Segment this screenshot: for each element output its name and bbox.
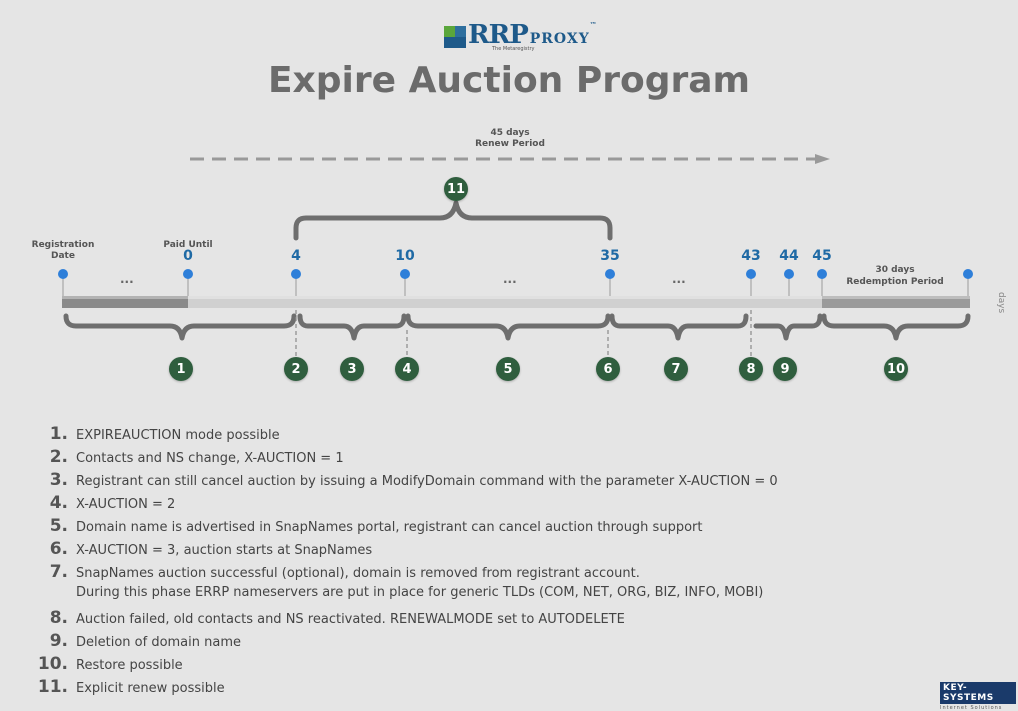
legend-item: 6.X-AUCTION = 3, auction starts at SnapN… <box>49 539 373 559</box>
day-marker: 10 <box>395 248 415 264</box>
phase-badge-2: 2 <box>284 357 308 381</box>
key-systems-tagline: Internet Solutions <box>940 705 1003 711</box>
bar-segment-redemption <box>822 296 970 308</box>
pin-icon <box>784 269 794 279</box>
registration-date-label: Registration Date <box>31 240 95 261</box>
brace-renew-possible <box>293 200 613 241</box>
renew-period-label: Renew Period <box>475 139 545 149</box>
legend-item: 2.Contacts and NS change, X-AUCTION = 1 <box>49 447 344 467</box>
legend-item: 3.Registrant can still cancel auction by… <box>49 470 778 490</box>
brace-phase-5 <box>405 313 611 341</box>
phase-badge-1: 1 <box>169 357 193 381</box>
timeline-diagram <box>58 154 973 356</box>
ellipsis: ... <box>503 272 517 286</box>
brace-phase-3 <box>297 313 407 341</box>
key-systems-brand: KEY-SYSTEMS <box>940 682 1016 704</box>
legend-item: 8.Auction failed, old contacts and NS re… <box>49 608 625 628</box>
pin-icon <box>58 269 68 279</box>
legend-item-continuation: During this phase ERRP nameservers are p… <box>76 585 764 600</box>
brace-phase-7 <box>609 313 749 341</box>
brace-phase-9 <box>753 313 823 341</box>
phase-badge-11: 11 <box>444 177 468 201</box>
pin-icon <box>291 269 301 279</box>
paid-until-label: Paid Until <box>163 240 213 250</box>
phase-badge-5: 5 <box>496 357 520 381</box>
phase-badge-8: 8 <box>739 357 763 381</box>
day-marker: 44 <box>779 248 799 264</box>
ellipsis: ... <box>120 272 134 286</box>
phase-badge-4: 4 <box>395 357 419 381</box>
logo-tagline: The Metaregistry <box>492 46 535 52</box>
renew-arrow-head-icon <box>815 154 830 164</box>
legend-item: 5.Domain name is advertised in SnapNames… <box>49 516 703 536</box>
brace-phase-10 <box>821 313 971 341</box>
page-title: Expire Auction Program <box>267 60 751 101</box>
brace-phase-1 <box>63 313 297 341</box>
pin-icon <box>746 269 756 279</box>
bar-segment-renew <box>188 296 822 308</box>
day-marker: 43 <box>741 248 761 264</box>
phase-badge-10: 10 <box>884 357 908 381</box>
logo-mark-icon <box>444 26 466 48</box>
days-axis-label: days <box>996 292 1006 314</box>
legend-item: 10.Restore possible <box>37 654 183 674</box>
phase-badge-7: 7 <box>664 357 688 381</box>
legend-list: 1.EXPIREAUCTION mode possible 2.Contacts… <box>36 424 778 700</box>
phase-badge-6: 6 <box>596 357 620 381</box>
day-marker: 4 <box>291 248 301 264</box>
pin-icon <box>183 269 193 279</box>
renew-days-label: 45 days <box>490 128 530 138</box>
legend-item: 4.X-AUCTION = 2 <box>49 493 176 513</box>
legend-item: 9.Deletion of domain name <box>49 631 242 651</box>
pin-icon <box>400 269 410 279</box>
legend-item: 7.SnapNames auction successful (optional… <box>49 562 640 582</box>
day-marker: 45 <box>812 248 832 264</box>
key-systems-logo: KEY-SYSTEMS Internet Solutions <box>940 682 1016 711</box>
legend-item: 1.EXPIREAUCTION mode possible <box>49 424 280 444</box>
bar-highlight <box>62 296 970 299</box>
redemption-period-label: Redemption Period <box>846 277 944 287</box>
pin-icon <box>963 269 973 279</box>
ellipsis: ... <box>672 272 686 286</box>
phase-badge-9: 9 <box>773 357 797 381</box>
redemption-days-label: 30 days <box>875 265 915 275</box>
bar-segment-prepaid <box>62 296 188 308</box>
day-marker: 35 <box>600 248 620 264</box>
pin-icon <box>605 269 615 279</box>
day-marker: 0 <box>183 248 193 264</box>
pin-icon <box>817 269 827 279</box>
legend-item: 11.Explicit renew possible <box>37 677 225 697</box>
phase-badge-3: 3 <box>340 357 364 381</box>
